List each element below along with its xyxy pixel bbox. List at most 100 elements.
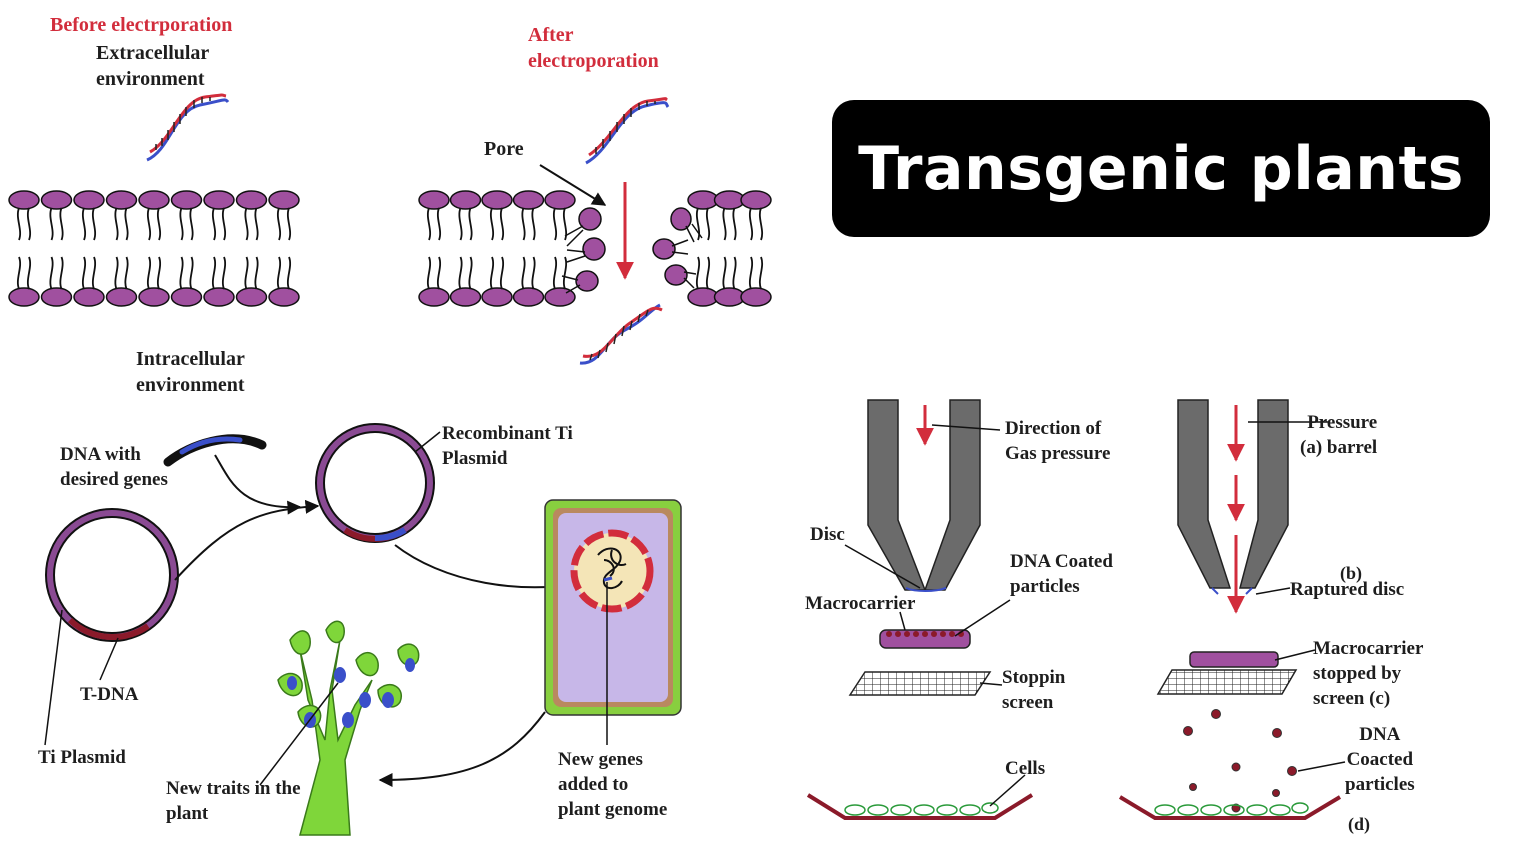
lipid-head	[235, 190, 268, 210]
lipid-head	[40, 190, 73, 210]
lipid-head	[170, 190, 203, 210]
lipid-tail	[562, 256, 568, 290]
lipid-tail	[211, 207, 217, 241]
macro-stopped-label: Macrocarrier stopped by screen (c)	[1313, 638, 1424, 709]
ti-plasmid-pointer	[44, 609, 63, 746]
new-traits-pointer	[259, 682, 339, 786]
cell-dish-a	[806, 793, 1034, 820]
lipid-tail	[758, 256, 764, 290]
lipid-bilayer-after-left	[418, 190, 576, 307]
dna-coated-particles-b	[1183, 709, 1297, 813]
dna-coacted-label: DNA Coacted particles	[1345, 724, 1415, 795]
raptured-label: Raptured disc	[1290, 579, 1405, 600]
lipid-tail	[722, 207, 727, 241]
b-label: (b)	[1340, 563, 1362, 583]
lipid-tail	[436, 256, 442, 290]
pore-pointer-arrow	[539, 164, 607, 206]
lipid-head	[105, 287, 138, 307]
tdna-pointer	[99, 637, 119, 681]
lipid-tail	[276, 256, 282, 290]
lipid-tail	[114, 207, 119, 241]
lipid-tail	[531, 256, 536, 290]
lipid-tail	[468, 207, 473, 241]
before-label: Before electrporation	[50, 14, 233, 36]
dna-coacted-pointer	[1297, 761, 1346, 772]
lipid-tail	[531, 207, 536, 241]
stopping-screen-a	[848, 671, 992, 696]
lipid-tail	[81, 207, 87, 241]
extracellular-label: Extracellular environment	[96, 42, 210, 90]
lipid-tail	[552, 207, 558, 241]
lipid-tail	[81, 256, 87, 290]
macrocarrier-b	[1189, 651, 1279, 668]
lipid-tail	[179, 256, 184, 290]
pressure-barrel-label: Pressure (a) barrel	[1300, 412, 1378, 458]
macrocarrier-a	[879, 629, 971, 649]
lipid-head	[73, 287, 105, 307]
lipid-head	[713, 287, 746, 307]
direction-pointer	[931, 424, 1001, 431]
pore-label: Pore	[484, 138, 524, 160]
new-traits-label: New traits in the plant	[166, 778, 301, 824]
lipid-tail	[426, 256, 432, 290]
lipid-tail	[748, 207, 754, 241]
lipid-tail	[489, 207, 495, 241]
lipid-tail	[221, 256, 227, 290]
lipid-head	[203, 190, 235, 210]
lipid-tail	[499, 256, 505, 290]
lipid-tail	[286, 207, 292, 241]
new-genes-label: New genes added to plant genome	[558, 749, 668, 820]
lipid-tail	[26, 256, 32, 290]
lipid-head	[512, 287, 545, 307]
lipid-tail	[16, 256, 22, 290]
transgenic-plant	[277, 620, 420, 836]
lipid-head	[170, 287, 203, 307]
lipid-head	[8, 287, 40, 307]
lipid-head	[40, 287, 73, 307]
lipid-tail	[552, 256, 558, 290]
cells-label: Cells	[1005, 758, 1046, 779]
raptured-pointer	[1255, 587, 1291, 595]
lipid-tail	[244, 207, 249, 241]
lipid-tail	[124, 256, 129, 290]
lipid-tail	[562, 207, 568, 241]
lipid-tail	[156, 207, 162, 241]
intracellular-label: Intracellular environment	[136, 348, 245, 396]
lipid-head	[268, 190, 300, 210]
lipid-tail	[254, 256, 259, 290]
lipid-tail	[59, 256, 64, 290]
disc-pointer	[844, 544, 921, 589]
lipid-head	[138, 287, 170, 307]
dna-helix-after-bottom	[579, 303, 663, 365]
lipid-tail	[156, 256, 162, 290]
lipid-tail	[758, 207, 764, 241]
plant-cell	[544, 499, 682, 716]
lipid-head	[73, 190, 105, 210]
ti-plasmid	[45, 508, 179, 642]
dna-to-plasmid-arrow	[214, 454, 302, 515]
lipid-tail	[748, 256, 754, 290]
dna-genes-label: DNA with desired genes	[60, 444, 168, 490]
lipid-tail	[16, 207, 22, 241]
lipid-head	[740, 287, 772, 307]
cells-pointer	[989, 774, 1026, 807]
lipid-tail	[124, 207, 129, 241]
dna-helix-after-top	[585, 97, 670, 165]
lipid-tail	[221, 207, 227, 241]
lipid-tail	[521, 207, 526, 241]
lipid-head	[687, 190, 719, 210]
lipid-tail	[436, 207, 442, 241]
macrocarrier-pointer	[899, 611, 906, 631]
lipid-tail	[499, 207, 505, 241]
lipid-tail	[458, 207, 463, 241]
lipid-tail	[91, 256, 97, 290]
lipid-tail	[49, 256, 54, 290]
lipid-tail	[468, 256, 473, 290]
pore-lipids	[561, 207, 703, 294]
recombinant-pointer	[414, 431, 441, 453]
lipid-bilayer-before	[8, 190, 300, 307]
stopping-label: Stoppin screen	[1002, 667, 1066, 713]
lipid-tail	[189, 207, 194, 241]
disc-label: Disc	[810, 524, 845, 545]
